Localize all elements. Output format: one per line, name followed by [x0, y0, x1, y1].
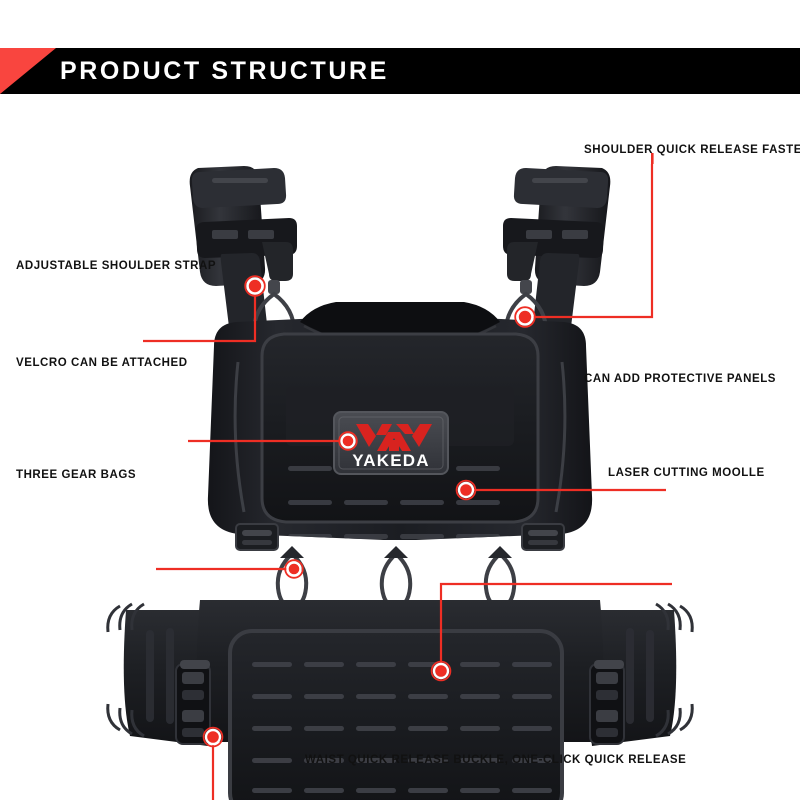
product-image: YAKEDA — [106, 153, 694, 800]
elastic-loops-left — [106, 602, 145, 738]
waist-quick-release-buckle-left — [175, 660, 211, 745]
gear-bag-pull-loops — [275, 551, 517, 611]
yay-mark — [356, 424, 432, 451]
diagram-stage: YAKEDA — [0, 94, 800, 800]
page-title: PRODUCT STRUCTURE — [60, 57, 389, 85]
svg-text:YAKEDA: YAKEDA — [352, 451, 429, 470]
callout-dot-adjustable-shoulder-strap — [246, 277, 264, 295]
callout-tick-shoulder-fasteners — [651, 153, 654, 164]
callout-dots — [202, 275, 536, 748]
laser-cut-molle-panel — [228, 629, 564, 800]
callout-label-shoulder-quick-release-fasteners: SHOULDER QUICK RELEASE FASTENERS — [584, 144, 800, 156]
front-plate-carrier: YAKEDA — [207, 302, 593, 611]
callout-label-adjustable-shoulder-strap: ADJUSTABLE SHOULDER STRAP — [16, 260, 217, 272]
callout-label-three-gear-bags: THREE GEAR BAGS — [16, 469, 137, 481]
leader-laser-cutting-moolle — [439, 582, 672, 671]
elastic-loops-right — [655, 602, 694, 738]
chest-side-clips — [235, 523, 565, 551]
callout-dot-laser-cutting-moolle — [432, 662, 450, 680]
callout-label-can-add-protective-panels: CAN ADD PROTECTIVE PANELS — [584, 373, 777, 385]
leader-waist-quick-release-buckle — [211, 737, 215, 800]
callout-label-laser-cutting-moolle: LASER CUTTING MOOLLE — [608, 467, 765, 479]
callout-leader-lines — [143, 164, 672, 800]
callout-dot-waist-quick-release-buckle — [204, 728, 222, 746]
callout-dot-shoulder-quick-release-fasteners — [516, 308, 534, 326]
leader-shoulder-quick-release-fasteners — [525, 164, 654, 319]
callout-label-velcro-can-be-attached: VELCRO CAN BE ATTACHED — [16, 357, 188, 369]
leader-adjustable-shoulder-strap — [143, 286, 257, 343]
cummerbund — [106, 600, 694, 800]
header-accent-triangle — [0, 48, 56, 94]
callout-dot-velcro-can-be-attached — [340, 433, 356, 449]
page-header: PRODUCT STRUCTURE — [0, 48, 800, 94]
waist-quick-release-buckle-right — [589, 660, 625, 745]
brand-patch: YAKEDA — [333, 411, 449, 475]
callout-dot-can-add-protective-panels — [457, 481, 475, 499]
callout-dot-three-gear-bags — [286, 561, 302, 577]
callout-label-waist-quick-release-buckle: WAIST QUICK RELEASE BUCKLE, ONE-CLICK QU… — [305, 754, 687, 766]
